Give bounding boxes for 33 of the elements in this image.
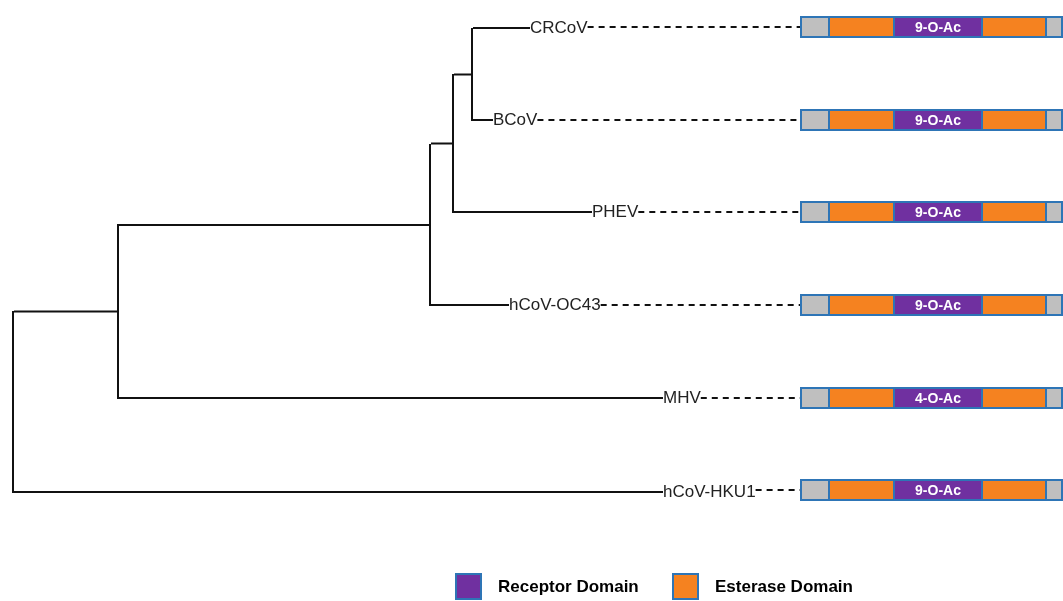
tree-branch-line [13,310,118,313]
tree-branch-line [118,224,430,226]
domain-bar [800,479,1063,501]
tree-branch-line [453,73,472,76]
domain-bar [800,109,1063,131]
domain-bar [800,387,1063,409]
tree-branch-line [472,119,494,121]
dashed-connector [599,304,801,306]
domain-bar [800,294,1063,316]
taxon-label: hCoV-HKU1 [663,482,756,502]
taxon-label: CRCoV [530,18,588,38]
domain-bar [800,201,1063,223]
taxon-label: MHV [663,388,701,408]
taxon-label: BCoV [493,110,538,130]
receptor-domain-segment: 9-O-Ac [895,18,983,36]
tree-branch-line [430,142,453,145]
taxon-label: hCoV-OC43 [509,295,601,315]
receptor-domain-segment: 4-O-Ac [895,389,983,407]
legend-label: Esterase Domain [715,576,853,597]
domain-bar [800,16,1063,38]
dashed-connector [637,211,801,213]
taxon-label: PHEV [592,202,639,222]
receptor-domain-segment: 9-O-Ac [895,203,983,221]
legend-label: Receptor Domain [498,576,639,597]
receptor-domain-segment: 9-O-Ac [895,296,983,314]
tree-branch-line [453,211,593,213]
tree-branch-line [472,27,531,29]
receptor-domain-segment: 9-O-Ac [895,111,983,129]
dashed-connector [586,26,801,28]
tree-branch-line [13,491,664,493]
receptor-domain-segment: 9-O-Ac [895,481,983,499]
tree-branch-line [430,304,510,306]
tree-branch-line [118,397,664,399]
